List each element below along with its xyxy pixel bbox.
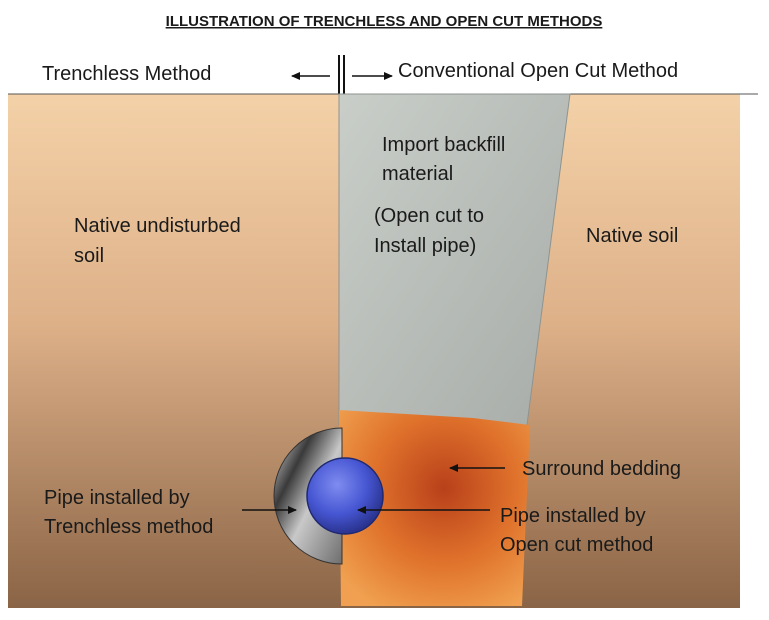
diagram-title: ILLUSTRATION OF TRENCHLESS AND OPEN CUT …: [166, 13, 603, 30]
pipe-trenchless-label: Pipe installed by Trenchless method: [44, 487, 213, 538]
backfill-label: Import backfill material: [382, 134, 511, 185]
pipe: [306, 457, 384, 535]
surround-bedding-label: Surround bedding: [522, 458, 681, 480]
native-soil-label: Native soil: [586, 225, 678, 247]
surround-bedding-zone: [339, 410, 530, 606]
open-cut-label: (Open cut to Install pipe): [374, 205, 490, 257]
open-cut-method-heading: Conventional Open Cut Method: [398, 60, 678, 82]
native-undisturbed-soil-label: Native undisturbed soil: [74, 215, 246, 267]
pipe-open-cut-label: Pipe installed by Open cut method: [500, 505, 653, 556]
trenchless-method-heading: Trenchless Method: [42, 63, 211, 85]
method-divider: [338, 55, 345, 98]
